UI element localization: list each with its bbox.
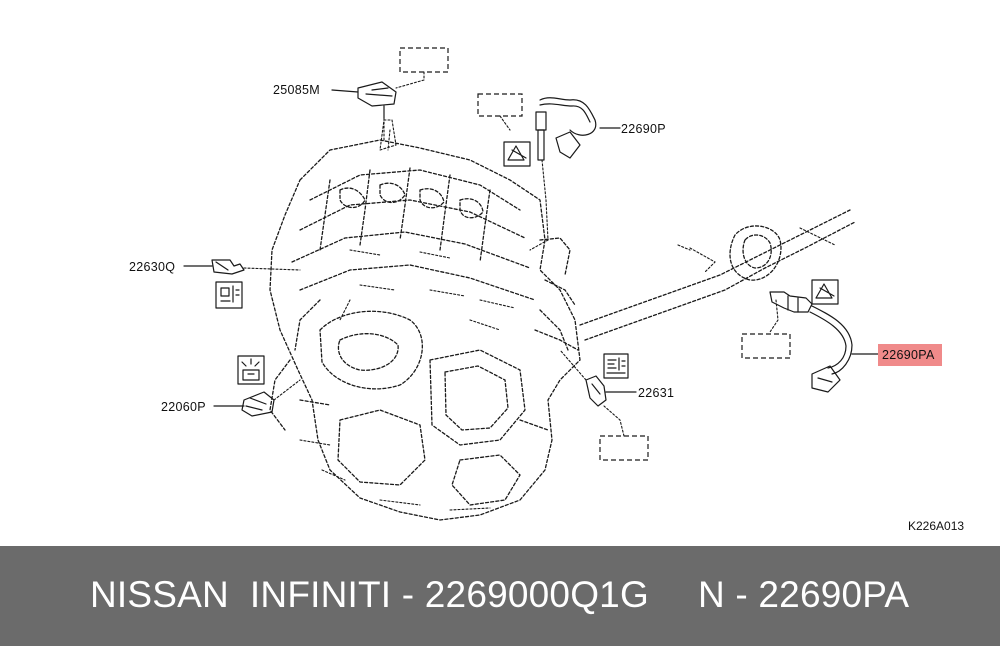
warning-icon-torque [811, 279, 839, 305]
warning-icon-torque [503, 141, 531, 167]
reference-number-text: N - 22690PA [698, 574, 910, 615]
part-22690P: 22690P [477, 93, 666, 251]
exhaust-pipe [579, 209, 856, 341]
callout-22630Q: 22630Q [129, 260, 175, 274]
highlight-22690PA [878, 344, 942, 366]
part-number-text: NISSAN INFINITI - 2269000Q1G [90, 574, 649, 615]
part-22060P: 22060P [161, 355, 301, 417]
spec-icon-coolant [603, 353, 629, 379]
diagram-code: K226A013 [908, 519, 964, 533]
callout-22690PA: 22690PA [882, 348, 935, 362]
callout-22060P: 22060P [161, 400, 206, 414]
spec-icon-temperature [215, 281, 243, 309]
part-22631: 22631 [559, 349, 674, 461]
spec-icon-sensor [237, 355, 265, 385]
engine-block [269, 119, 581, 521]
part-22630Q: 22630Q [129, 259, 301, 309]
footer-bar: NISSAN INFINITI - 2269000Q1G N - 22690PA [0, 546, 1000, 646]
part-22690PA: 22690PA [741, 279, 942, 393]
callout-22631: 22631 [638, 386, 674, 400]
callout-22690P: 22690P [621, 122, 666, 136]
callout-25085M: 25085M [273, 83, 320, 97]
part-25085M: 25085M [273, 47, 449, 141]
parts-diagram: 25085M 22690P [129, 47, 964, 533]
